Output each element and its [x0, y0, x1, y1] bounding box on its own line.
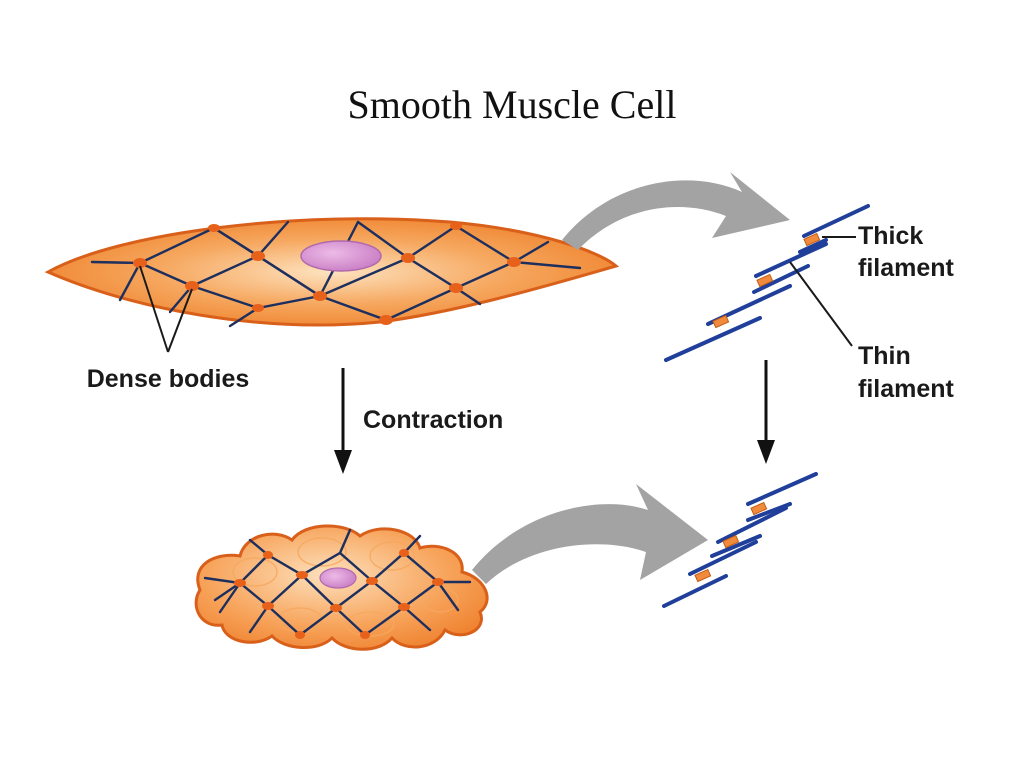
- contracted-thick-filaments: [688, 472, 818, 576]
- thin-filament-label-line2: filament: [858, 375, 955, 403]
- relaxed-cell-dense-bodies: [133, 222, 521, 325]
- thin-filament-label-line1: Thin: [858, 342, 911, 370]
- relaxed-cell: [44, 217, 620, 328]
- relaxed-cell-nucleus: [300, 240, 382, 272]
- thick-filament-label-line2: filament: [858, 254, 955, 282]
- filament-contraction-arrow: [757, 360, 775, 464]
- dense-bodies-pointer: [139, 265, 193, 353]
- myosin-heads: [712, 232, 821, 329]
- contraction-arrow: [334, 368, 352, 474]
- contracted-cell: [194, 524, 489, 651]
- curved-arrow-bottom: [472, 484, 708, 584]
- thin-filaments: [664, 238, 828, 362]
- dense-bodies-label: Dense bodies: [87, 365, 250, 393]
- contracted-cell-dense-bodies: [234, 549, 444, 639]
- page-title: Smooth Muscle Cell: [348, 82, 677, 127]
- relaxed-filaments: [664, 204, 870, 362]
- contracted-thin-filaments: [662, 502, 792, 608]
- curved-arrow-top: [562, 172, 790, 250]
- contracted-cell-nucleus: [319, 567, 357, 589]
- contracted-myosin-heads: [694, 501, 768, 583]
- contracted-filaments: [662, 472, 818, 608]
- thin-filament-pointer: [789, 261, 853, 347]
- thick-filament-label-line1: Thick: [858, 222, 923, 250]
- contraction-label: Contraction: [363, 406, 503, 434]
